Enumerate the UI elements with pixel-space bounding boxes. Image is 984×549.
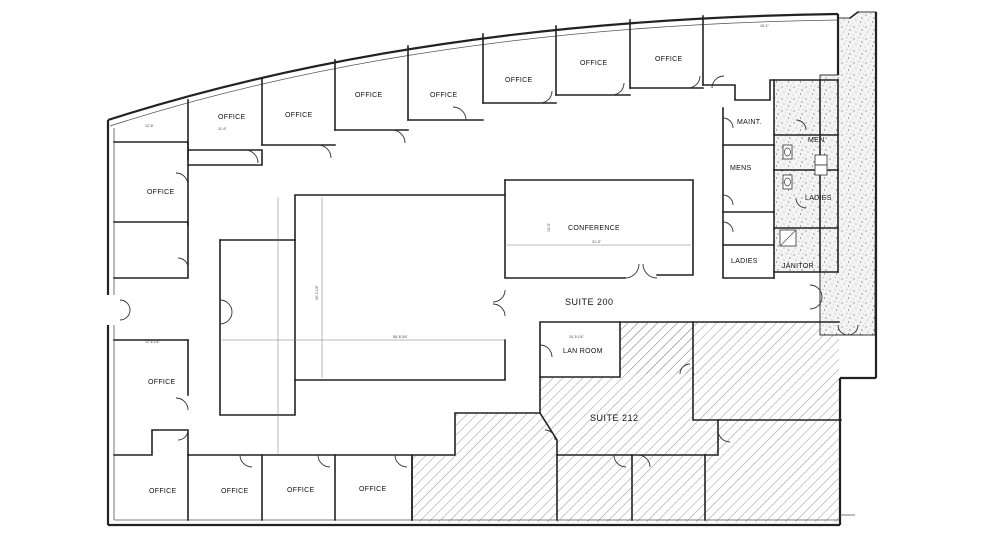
dim-office-b: 12'-6 1/4" [145,340,161,344]
restroom-core [722,79,859,336]
office-label-12: OFFICE [287,487,314,494]
suite-212-walls [411,321,842,521]
dim-office-a: 12'-6" [145,124,155,128]
office-label-11: OFFICE [221,488,248,495]
janitor-label: JANITOR [782,263,814,270]
office-label-13: OFFICE [359,486,386,493]
office-label-4: OFFICE [430,92,457,99]
dimension-labels: 31'-9" 58'-8 3/4" 15'-5 1/4" 12'-6" 12'-… [145,24,770,344]
ladies-core-label: LADIES [805,195,832,202]
office-label-9: OFFICE [148,379,175,386]
suite-212-area [412,322,841,522]
office-label-5: OFFICE [505,77,532,84]
dim-lan: 15'-5 1/4" [569,335,585,339]
dim-office-c: 15'-1" [760,24,770,28]
office-label-3: OFFICE [355,92,382,99]
mens-core-label: MEN [808,137,824,144]
office-label-2: OFFICE [285,112,312,119]
conference-label: CONFERENCE [568,225,620,232]
left-office-column [113,172,189,456]
mens-suite-label: MENS [730,165,751,172]
conference-room [492,179,694,317]
core-shaft-area [774,11,877,336]
office-label-7: OFFICE [655,56,682,63]
ladies-suite-label: LADIES [731,258,758,265]
top-office-row [113,15,839,226]
office-label-6: OFFICE [580,60,607,67]
lan-room-label: LAN ROOM [563,348,603,355]
office-label-1: OFFICE [218,114,245,121]
suite-212-label: SUITE 212 [590,413,639,423]
dim-conference-width: 31'-9" [592,240,602,244]
dim-center-depth: 30'-3 1/4" [315,284,319,300]
maint-label: MAINT. [737,119,762,126]
dim-office-d: 11'-6" [218,127,227,131]
building-shell [106,10,878,527]
central-core [219,194,506,455]
office-label-8: OFFICE [147,189,174,196]
suite-200-label: SUITE 200 [565,297,614,307]
office-label-10: OFFICE [149,488,176,495]
dim-corridor: 58'-8 3/4" [393,335,409,339]
room-labels: OFFICE OFFICE OFFICE OFFICE OFFICE OFFIC… [147,56,832,495]
dim-conference-depth: 15'-3" [547,222,551,232]
